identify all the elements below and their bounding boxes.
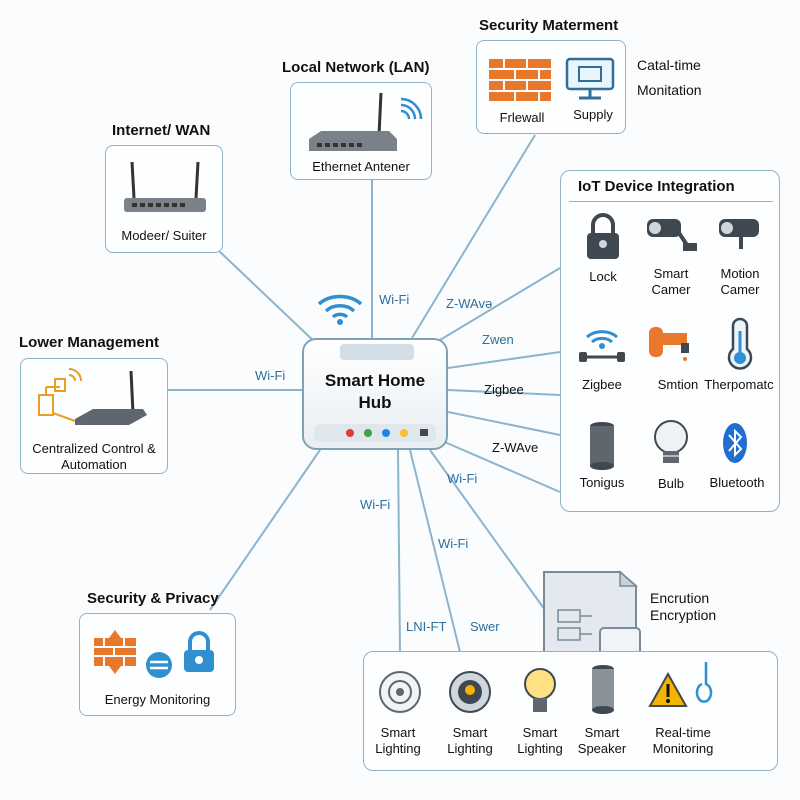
conn-wifi-bottom-2: Wi-Fi (438, 536, 469, 551)
conn-zigbee: Zigbee (484, 382, 524, 397)
internet-box: Modeer/ Suiter (105, 145, 223, 253)
iot-zigbee-label: Zigbee (582, 377, 622, 392)
bottom-device-3-line-1: Smart (522, 725, 558, 740)
supply-label: Supply (573, 107, 613, 122)
iot-bulb-label: Bulb (657, 476, 685, 491)
brick-firewall-icon (94, 630, 136, 674)
speaker-icon (590, 422, 614, 470)
security-mgmt-title: Security Materment (479, 17, 619, 34)
lower-mgmt-label-2: Automation (61, 457, 127, 472)
hub-led-green (364, 429, 372, 437)
bottom-device-5-line-2: Monitoring (652, 741, 714, 756)
conn-zwen: Zwen (482, 332, 514, 347)
warning-icon (648, 662, 713, 707)
speaker-icon (592, 665, 614, 714)
iot-smart-camera-label-2: Camer (651, 282, 691, 297)
iot-box: IoT Device Integration Lock Smart Camer … (560, 170, 780, 512)
iot-motion-camera-label-1: Motion (720, 266, 760, 281)
smart-home-hub[interactable]: Smart Home Hub (302, 338, 448, 450)
conn-wifi-top: Wi-Fi (379, 292, 410, 307)
lan-label: Ethernet Antener (312, 159, 410, 174)
arrows-icon (146, 652, 172, 678)
bulb-icon (524, 668, 556, 712)
conn-swer: Swer (470, 619, 500, 634)
bottom-device-5-line-1: Real-time (655, 725, 711, 740)
encryption-label-1: Encrution (650, 590, 710, 606)
hub-title-line-2: Hub (358, 393, 392, 412)
bottom-device-1-line-2: Lighting (375, 741, 421, 756)
bulb-icon (654, 420, 688, 463)
internet-title: Internet/ WAN (112, 122, 211, 139)
iot-smtion-label: Smtion (657, 377, 699, 392)
conn-wifi-left: Wi-Fi (255, 368, 286, 383)
bottom-device-2-line-2: Lighting (447, 741, 493, 756)
security-privacy-title: Security & Privacy (87, 590, 219, 607)
lower-mgmt-box: Centralized Control & Automation (20, 358, 168, 474)
camera-icon (719, 219, 759, 249)
lan-box: Ethernet Antener (290, 82, 432, 180)
monitor-icon (565, 57, 615, 100)
firewall-label: Frlewall (499, 110, 545, 125)
bulb-icon (449, 671, 491, 713)
conn-wifi-right: Wi-Fi (447, 471, 478, 486)
bluetooth-icon (723, 423, 747, 463)
document-icon (543, 570, 641, 659)
conn-lni-ft: LNI-FT (406, 619, 447, 634)
conn-zwave-mid: Z-WAve (492, 440, 539, 455)
brick-firewall-icon (489, 59, 551, 101)
wifi-icon (317, 294, 363, 325)
lan-title: Local Network (LAN) (282, 59, 430, 76)
bottom-device-2-line-1: Smart (452, 725, 488, 740)
bottom-device-1-line-1: Smart (380, 725, 416, 740)
faucet-icon (649, 327, 689, 361)
iot-speaker-label: Tonigus (579, 475, 625, 490)
wifi-icon (579, 330, 625, 362)
lower-mgmt-label-1: Centralized Control & (32, 441, 156, 456)
router-icon (124, 161, 206, 212)
conn-zwave-top: Z-WAvə (446, 296, 493, 311)
iot-title: IoT Device Integration (578, 178, 735, 195)
bottom-device-4-line-1: Smart (584, 725, 620, 740)
camera-icon (647, 219, 697, 251)
iot-bluetooth-label: Bluetooth (709, 475, 765, 490)
bottom-devices-box: Smart Lighting Smart Lighting Smart Ligh… (363, 651, 778, 771)
iot-smart-camera-label-1: Smart (653, 266, 689, 281)
hub-led-blue (382, 429, 390, 437)
security-mgmt-box: Frlewall Supply (476, 40, 626, 134)
bottom-device-4-line-2: Speaker (577, 741, 627, 756)
internet-label: Modeer/ Suiter (121, 228, 207, 243)
hub-title-line-1: Smart Home (324, 371, 426, 390)
lower-mgmt-title: Lower Management (19, 334, 160, 351)
iot-lock-label: Lock (589, 269, 617, 284)
hub-led-yellow (400, 429, 408, 437)
iot-thermostat-label: Therpomatc (704, 377, 774, 392)
security-privacy-label: Energy Monitoring (104, 692, 211, 707)
iot-motion-camera-label-2: Camer (720, 282, 760, 297)
encryption-label-2: Encryption (650, 607, 717, 623)
hub-led-red (346, 429, 354, 437)
bottom-device-3-line-2: Lighting (517, 741, 563, 756)
router-icon (309, 92, 423, 151)
bulb-icon (379, 671, 421, 713)
lock-icon (587, 213, 619, 259)
security-mgmt-side-2: Monitation (637, 82, 702, 98)
conn-wifi-bottom-1: Wi-Fi (360, 497, 391, 512)
security-privacy-box: Energy Monitoring (79, 613, 236, 716)
lock-icon (184, 631, 214, 672)
thermostat-icon (727, 317, 753, 370)
router-icon (38, 368, 147, 425)
security-mgmt-side-1: Catal-time (637, 57, 701, 73)
